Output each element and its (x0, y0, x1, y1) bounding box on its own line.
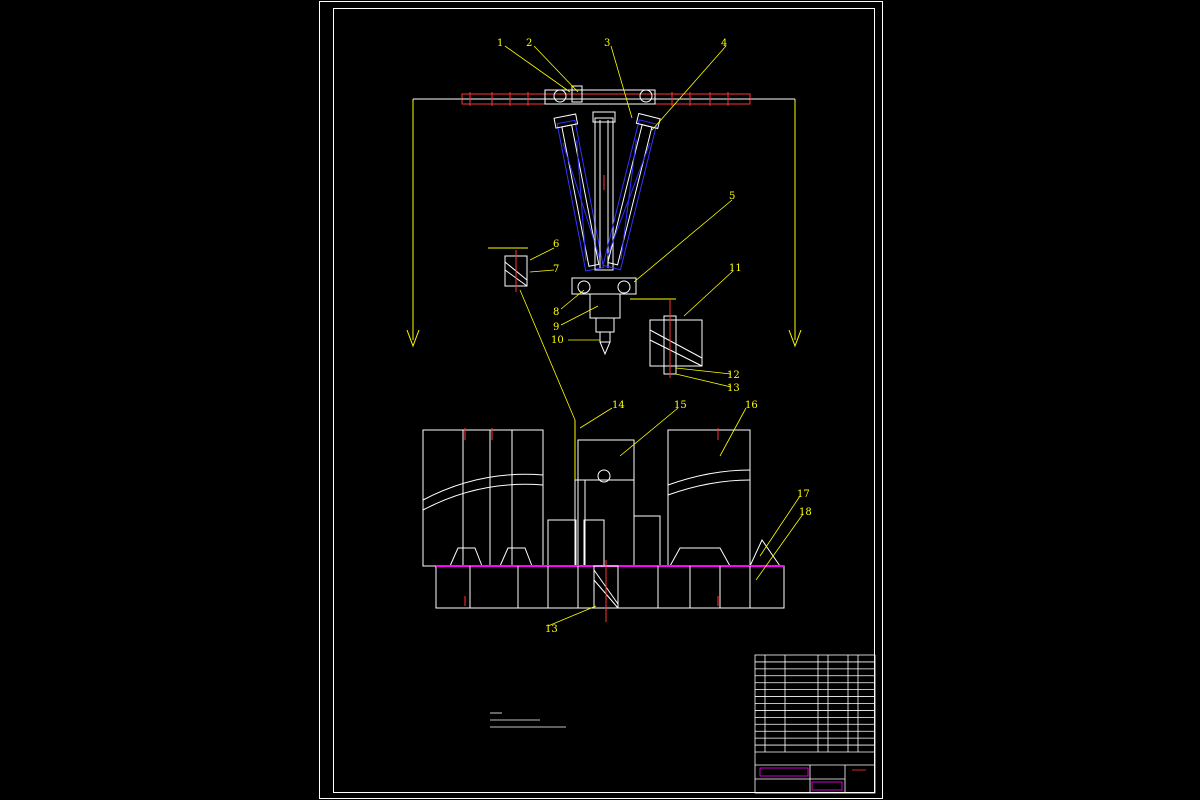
callout-9: 9 (553, 322, 559, 333)
callout-6: 6 (553, 239, 559, 250)
technical-notes (490, 712, 566, 728)
callout-10: 10 (551, 335, 564, 346)
leader-lines (504, 45, 804, 627)
callout-5: 5 (729, 191, 735, 202)
callout-1: 1 (497, 38, 503, 49)
callout-7: 7 (553, 264, 559, 275)
callout-3: 3 (604, 38, 610, 49)
callout-4: 4 (721, 38, 727, 49)
title-block (754, 654, 876, 794)
callout-13-upper: 13 (727, 383, 740, 394)
callout-13-lower: 13 (545, 624, 558, 635)
outer-border (319, 1, 883, 799)
callout-14: 14 (612, 400, 625, 411)
callout-labels: 1 2 3 4 5 6 7 8 9 10 11 12 13 14 15 16 1… (497, 38, 812, 635)
callout-8: 8 (553, 307, 559, 318)
inner-border (333, 8, 875, 793)
callout-16: 16 (745, 400, 758, 411)
callout-17: 17 (797, 489, 810, 500)
upper-assembly (406, 85, 802, 378)
callout-18: 18 (799, 507, 812, 518)
callout-11: 11 (729, 263, 742, 274)
callout-2: 2 (526, 38, 532, 49)
callout-12: 12 (727, 370, 740, 381)
lower-assembly (422, 420, 785, 622)
callout-15: 15 (674, 400, 687, 411)
